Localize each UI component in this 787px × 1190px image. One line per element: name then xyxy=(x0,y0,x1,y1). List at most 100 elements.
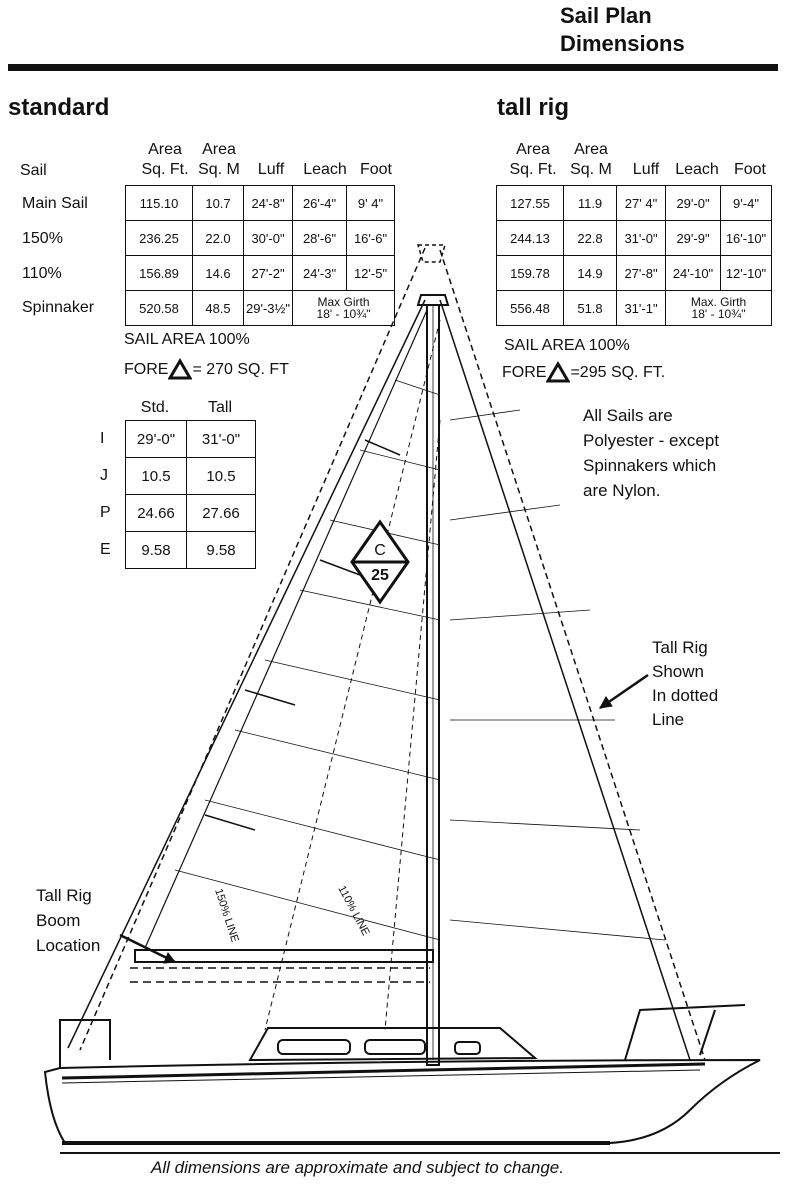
tall-spin-sqm: 51.8 xyxy=(563,290,617,326)
table-row: 159.78 14.9 27'-8" 24'-10" 12'-10" xyxy=(496,255,772,291)
table-row: 236.25 22.0 30'-0" 28'-6" 16'-6" xyxy=(125,220,395,256)
tall-masthead xyxy=(416,244,447,263)
tall-header-area-sqft-line2: Sq. Ft. xyxy=(509,161,557,178)
title-line-2: Dimensions xyxy=(560,31,685,56)
std-header-foot: Foot xyxy=(359,161,392,178)
ipje-label-p: P xyxy=(100,504,111,521)
ipje-label-e: E xyxy=(100,541,111,558)
logo-letter: C xyxy=(374,542,386,559)
tall-header-leach: Leach xyxy=(675,161,719,178)
ipje-header-tall: Tall xyxy=(207,399,232,416)
stern-pulpit xyxy=(59,1019,111,1068)
tall-forestay xyxy=(439,249,706,1061)
ipje-e-std: 9.58 xyxy=(125,531,187,569)
std-row-label-110: 110% xyxy=(22,265,62,282)
tall-girth-value: 18' - 10¾" xyxy=(691,307,746,321)
table-row: 24.66 27.66 xyxy=(125,494,256,532)
backstay xyxy=(67,299,426,1049)
tall-150-leach: 29'-9" xyxy=(665,220,721,256)
tall-110-sqm: 14.9 xyxy=(563,255,617,291)
tall-150-sqft: 244.13 xyxy=(496,220,564,256)
tall-header-area-sqm-line2: Sq. M xyxy=(570,161,612,178)
std-150-sqft: 236.25 xyxy=(125,220,193,256)
std-row-label-150: 150% xyxy=(22,230,63,247)
std-110-sqm: 14.6 xyxy=(192,255,244,291)
tall-rig-shown-note: Tall Rig Shown In dotted Line xyxy=(652,636,718,732)
ipje-i-tall: 31'-0" xyxy=(186,420,256,458)
tall-spin-luff: 31'-1" xyxy=(616,290,666,326)
std-header-area-sqft-line2: Sq. Ft. xyxy=(141,161,189,178)
std-150-foot: 16'-6" xyxy=(346,220,395,256)
table-row: 127.55 11.9 27' 4" 29'-0" 9'-4" xyxy=(496,185,772,221)
standard-title: standard xyxy=(8,94,110,121)
std-fore-triangle: FORE = 270 SQ. FT xyxy=(124,358,289,380)
tall-rig-title: tall rig xyxy=(497,94,570,121)
tall-girth-label: Max. Girth xyxy=(690,295,747,309)
std-sail-area: SAIL AREA 100% xyxy=(124,331,250,348)
cabin-window-1 xyxy=(277,1039,351,1055)
materials-line-4: are Nylon. xyxy=(583,481,661,500)
ipje-i-std: 29'-0" xyxy=(125,420,187,458)
tall-rig-shown-line-1: Tall Rig xyxy=(652,638,708,657)
std-header-area-sqm: Area Sq. M xyxy=(193,140,245,180)
tall-header-area-sqm-line1: Area xyxy=(574,141,608,158)
line-110 xyxy=(384,419,441,1031)
std-110-luff: 27'-2" xyxy=(243,255,293,291)
ipje-p-tall: 27.66 xyxy=(186,494,256,532)
tall-110-foot: 12'-10" xyxy=(720,255,772,291)
std-spin-luff: 29'-3½" xyxy=(243,290,293,326)
tall-fore-triangle: FORE =295 SQ. FT. xyxy=(502,361,665,383)
tall-backstay xyxy=(79,247,426,1051)
boom-location-line-1: Tall Rig xyxy=(36,886,92,905)
boom-location-line-3: Location xyxy=(36,936,101,955)
ipje-p-std: 24.66 xyxy=(125,494,187,532)
std-spin-girth: Max Girth 18' - 10¾" xyxy=(292,290,395,326)
line-150-label: 150% LINE xyxy=(212,887,241,944)
ipje-j-tall: 10.5 xyxy=(186,457,256,495)
std-row-label-main: Main Sail xyxy=(22,195,88,212)
table-row: 556.48 51.8 31'-1" Max. Girth 18' - 10¾" xyxy=(496,290,772,326)
std-main-foot: 9' 4" xyxy=(346,185,395,221)
materials-note: All Sails are Polyester - except Spinnak… xyxy=(583,403,719,503)
line-110-label: 110% LINE xyxy=(335,884,371,938)
std-150-luff: 30'-0" xyxy=(243,220,293,256)
tall-rig-dimensions-table: 127.55 11.9 27' 4" 29'-0" 9'-4" 244.13 2… xyxy=(496,185,772,326)
tall-rig-shown-line-2: Shown xyxy=(652,662,704,681)
table-row: 156.89 14.6 27'-2" 24'-3" 12'-5" xyxy=(125,255,395,291)
std-main-sqft: 115.10 xyxy=(125,185,193,221)
triangle-icon xyxy=(546,361,571,383)
tall-110-sqft: 159.78 xyxy=(496,255,564,291)
sail-seams xyxy=(174,379,666,941)
std-150-leach: 28'-6" xyxy=(292,220,347,256)
tall-spin-girth: Max. Girth 18' - 10¾" xyxy=(665,290,772,326)
std-header-area-sqft: Area Sq. Ft. xyxy=(130,140,200,180)
std-row-label-spinnaker: Spinnaker xyxy=(22,299,95,316)
ipje-label-j: J xyxy=(100,467,108,484)
ipje-header-std: Std. xyxy=(140,399,170,416)
boom-location-note: Tall Rig Boom Location xyxy=(36,883,100,958)
tall-150-sqm: 22.8 xyxy=(563,220,617,256)
ipje-table: 29'-0" 31'-0" 10.5 10.5 24.66 27.66 9.58… xyxy=(125,420,256,569)
standard-dimensions-table: 115.10 10.7 24'-8" 26'-4" 9' 4" 236.25 2… xyxy=(125,185,395,326)
tall-110-leach: 24'-10" xyxy=(665,255,721,291)
ipje-j-std: 10.5 xyxy=(125,457,187,495)
cabin xyxy=(248,1027,538,1062)
masthead xyxy=(416,294,450,306)
tall-main-luff: 27' 4" xyxy=(616,185,666,221)
page-title: Sail Plan Dimensions xyxy=(560,2,685,58)
logo-number: 25 xyxy=(371,567,389,584)
std-110-sqft: 156.89 xyxy=(125,255,193,291)
tall-rig-shown-line-4: Line xyxy=(652,710,685,729)
tall-header-luff: Luff xyxy=(632,161,660,178)
tall-spin-sqft: 556.48 xyxy=(496,290,564,326)
tall-main-leach: 29'-0" xyxy=(665,185,721,221)
tall-fore-value: =295 SQ. FT. xyxy=(570,364,666,381)
std-header-area-sqft-line1: Area xyxy=(148,141,182,158)
tall-150-luff: 31'-0" xyxy=(616,220,666,256)
tall-main-foot: 9'-4" xyxy=(720,185,772,221)
ipje-e-tall: 9.58 xyxy=(186,531,256,569)
std-header-leach: Leach xyxy=(303,161,347,178)
std-spin-sqm: 48.5 xyxy=(192,290,244,326)
tall-header-foot: Foot xyxy=(733,161,766,178)
